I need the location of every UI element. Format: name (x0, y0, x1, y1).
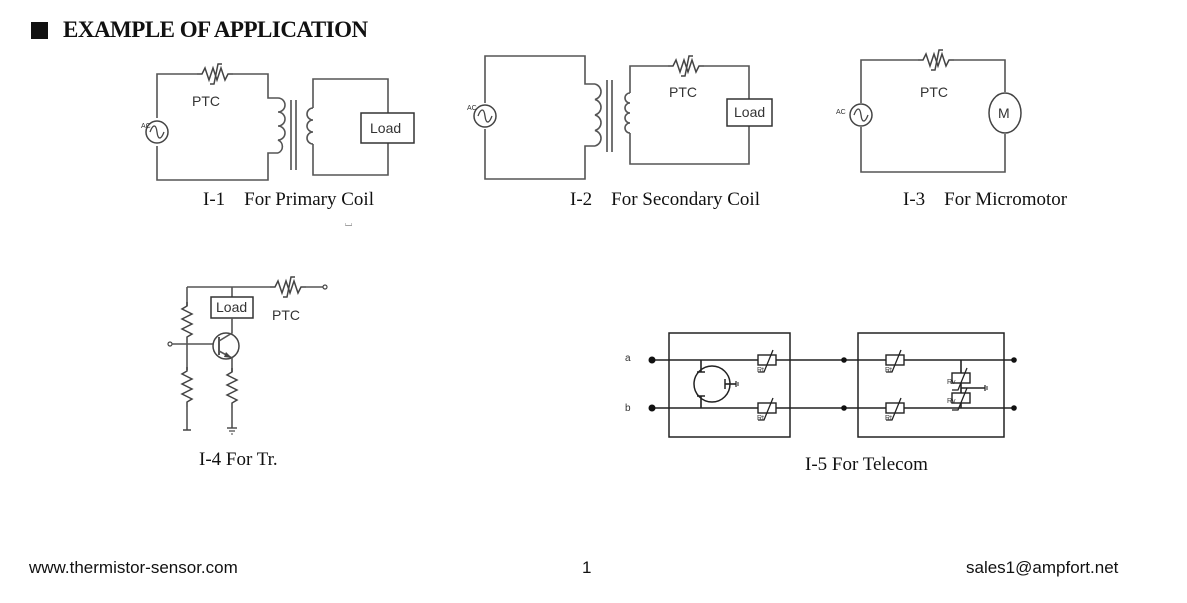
protector-box-1 (668, 332, 791, 438)
ptc-thermistor-icon (196, 63, 234, 85)
footer-website[interactable]: www.thermistor-sensor.com (29, 558, 238, 577)
heading-bullet-square (31, 21, 48, 39)
ptc-thermistor-icon (917, 49, 955, 71)
motor-label: M (998, 105, 1010, 121)
load-label: Load (370, 120, 401, 136)
load-label: Load (734, 104, 765, 120)
caption-i5: I-5 For Telecom (805, 454, 928, 475)
diagram-i1-primary-coil: AC PTC Load ⌴ (141, 63, 415, 228)
diagram-i5-telecom: a b Rt Rt Rt Rt Rv Rv (625, 332, 1017, 438)
ac-label: AC (141, 123, 151, 130)
ptc-label: PTC (669, 84, 697, 100)
resistor-icon (181, 366, 193, 408)
diagram-i4-transistor: Load PTC (167, 276, 328, 435)
caption-i3: I-3 For Micromotor (903, 189, 1068, 210)
diagram-i3-micromotor: AC PTC M (836, 49, 1022, 173)
rt-label: Rt (885, 367, 892, 374)
ac-label: AC (467, 105, 477, 112)
line-b-label: b (625, 403, 631, 414)
rv-label: Rv (947, 398, 956, 405)
heading-text: EXAMPLE OF APPLICATION (63, 17, 368, 42)
ptc-thermistor-icon (269, 276, 307, 298)
rt-label: Rt (757, 415, 764, 422)
secondary-winding-icon (306, 107, 314, 145)
resistor-icon (181, 301, 193, 343)
rv-label: Rv (947, 379, 956, 386)
protector-box-2 (857, 332, 1005, 438)
load-label: Load (216, 299, 247, 315)
footer-page-number: 1 (582, 558, 592, 577)
terminal (167, 341, 173, 347)
section-heading: EXAMPLE OF APPLICATION (31, 17, 368, 43)
terminal-b (648, 404, 656, 412)
load-box (726, 98, 773, 127)
diagram-i2-secondary-coil: AC Load PTC (467, 55, 773, 180)
ptc-thermistor-icon (667, 55, 705, 77)
terminal (322, 284, 328, 290)
primary-winding-icon (277, 97, 286, 154)
caption-i1: I-1 For Primary Coil (203, 189, 374, 210)
terminal (1011, 357, 1017, 363)
terminal (1011, 405, 1017, 411)
svg-text:⌴: ⌴ (345, 218, 352, 228)
ptc-label: PTC (920, 84, 948, 100)
ptc-label: PTC (192, 93, 220, 109)
line-a-label: a (625, 353, 631, 364)
ptc-label: PTC (272, 307, 300, 323)
load-box (360, 112, 415, 144)
ac-source-icon (849, 103, 873, 127)
footer-email[interactable]: sales1@ampfort.net (966, 558, 1119, 577)
primary-winding-icon (594, 83, 602, 147)
secondary-winding-icon (624, 92, 631, 134)
terminal-a (648, 356, 656, 364)
caption-i2: I-2 For Secondary Coil (570, 189, 760, 210)
ac-source-icon (473, 104, 497, 128)
junction (841, 405, 847, 411)
junction (841, 357, 847, 363)
ac-label: AC (836, 109, 846, 116)
motor-icon (988, 92, 1022, 134)
resistor-icon (226, 367, 238, 409)
caption-i4: I-4 For Tr. (199, 449, 278, 470)
rt-label: Rt (757, 367, 764, 374)
rt-label: Rt (885, 415, 892, 422)
